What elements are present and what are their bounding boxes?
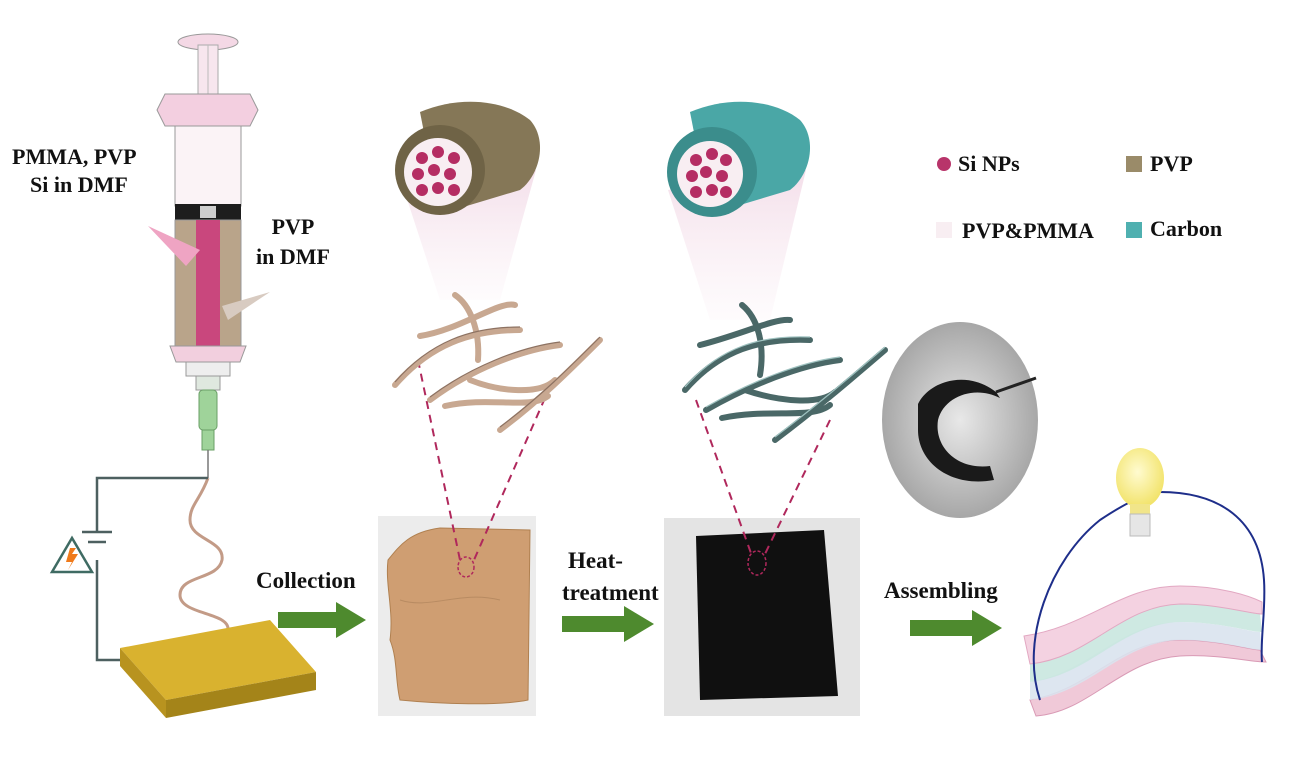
legend-swatch-carbon [1126, 222, 1142, 238]
high-voltage-warning-icon [49, 535, 95, 574]
heat-treatment-label-line2: treatment [562, 580, 659, 605]
collection-label: Collection [256, 568, 356, 593]
assembling-label: Assembling [884, 578, 998, 603]
heat-treatment-label-line1: Heat- [568, 548, 623, 573]
zoom-circle-carbon [747, 550, 767, 576]
syringe-label-solution-core-line2: Si in DMF [30, 172, 128, 197]
carbon-fibers [682, 302, 888, 443]
carbon-fiber-highlights [684, 336, 886, 438]
collector-plate [120, 620, 316, 718]
syringe-label-solution-core-line1: PMMA, PVP [12, 144, 137, 169]
pvp-fiber-edges [394, 326, 601, 428]
zoom-circle-pvp [457, 556, 475, 578]
flexible-film-photo [882, 322, 1038, 518]
zoom-lines-pvp [417, 359, 546, 561]
legend [936, 156, 1142, 238]
legend-label-pvp: PVP [1150, 151, 1193, 176]
arrow-assembling [910, 610, 1002, 646]
syringe-label-solution-shell-line1: PVP [271, 214, 315, 239]
legend-label-carbon: Carbon [1150, 216, 1223, 241]
zoom-lines-carbon [695, 399, 831, 557]
carbon-membrane-photo [664, 518, 860, 716]
pvp-membrane-photo [378, 516, 536, 716]
legend-swatch-pvp-pmma [936, 222, 952, 238]
pvp-fiber-cross-section [395, 101, 541, 215]
legend-label-pvp-pmma: PVP&PMMA [962, 218, 1094, 243]
legend-swatch-pvp [1126, 156, 1142, 172]
pointer-arrow-shell [222, 292, 270, 320]
legend-label-si-nps: Si NPs [958, 151, 1020, 176]
legend-swatch-si-nps [937, 157, 951, 171]
pointer-arrow-core [148, 226, 200, 266]
syringe [148, 33, 270, 478]
pvp-fibers [392, 292, 603, 433]
light-bulb-icon [1116, 448, 1164, 537]
arrow-collection [278, 602, 366, 638]
syringe-label-solution-shell-line2: in DMF [256, 244, 330, 269]
flexible-battery-device [1023, 491, 1267, 717]
carbon-fiber-cross-section [667, 101, 811, 217]
arrow-heat-treatment [562, 606, 654, 642]
circuit-wire [82, 476, 208, 662]
